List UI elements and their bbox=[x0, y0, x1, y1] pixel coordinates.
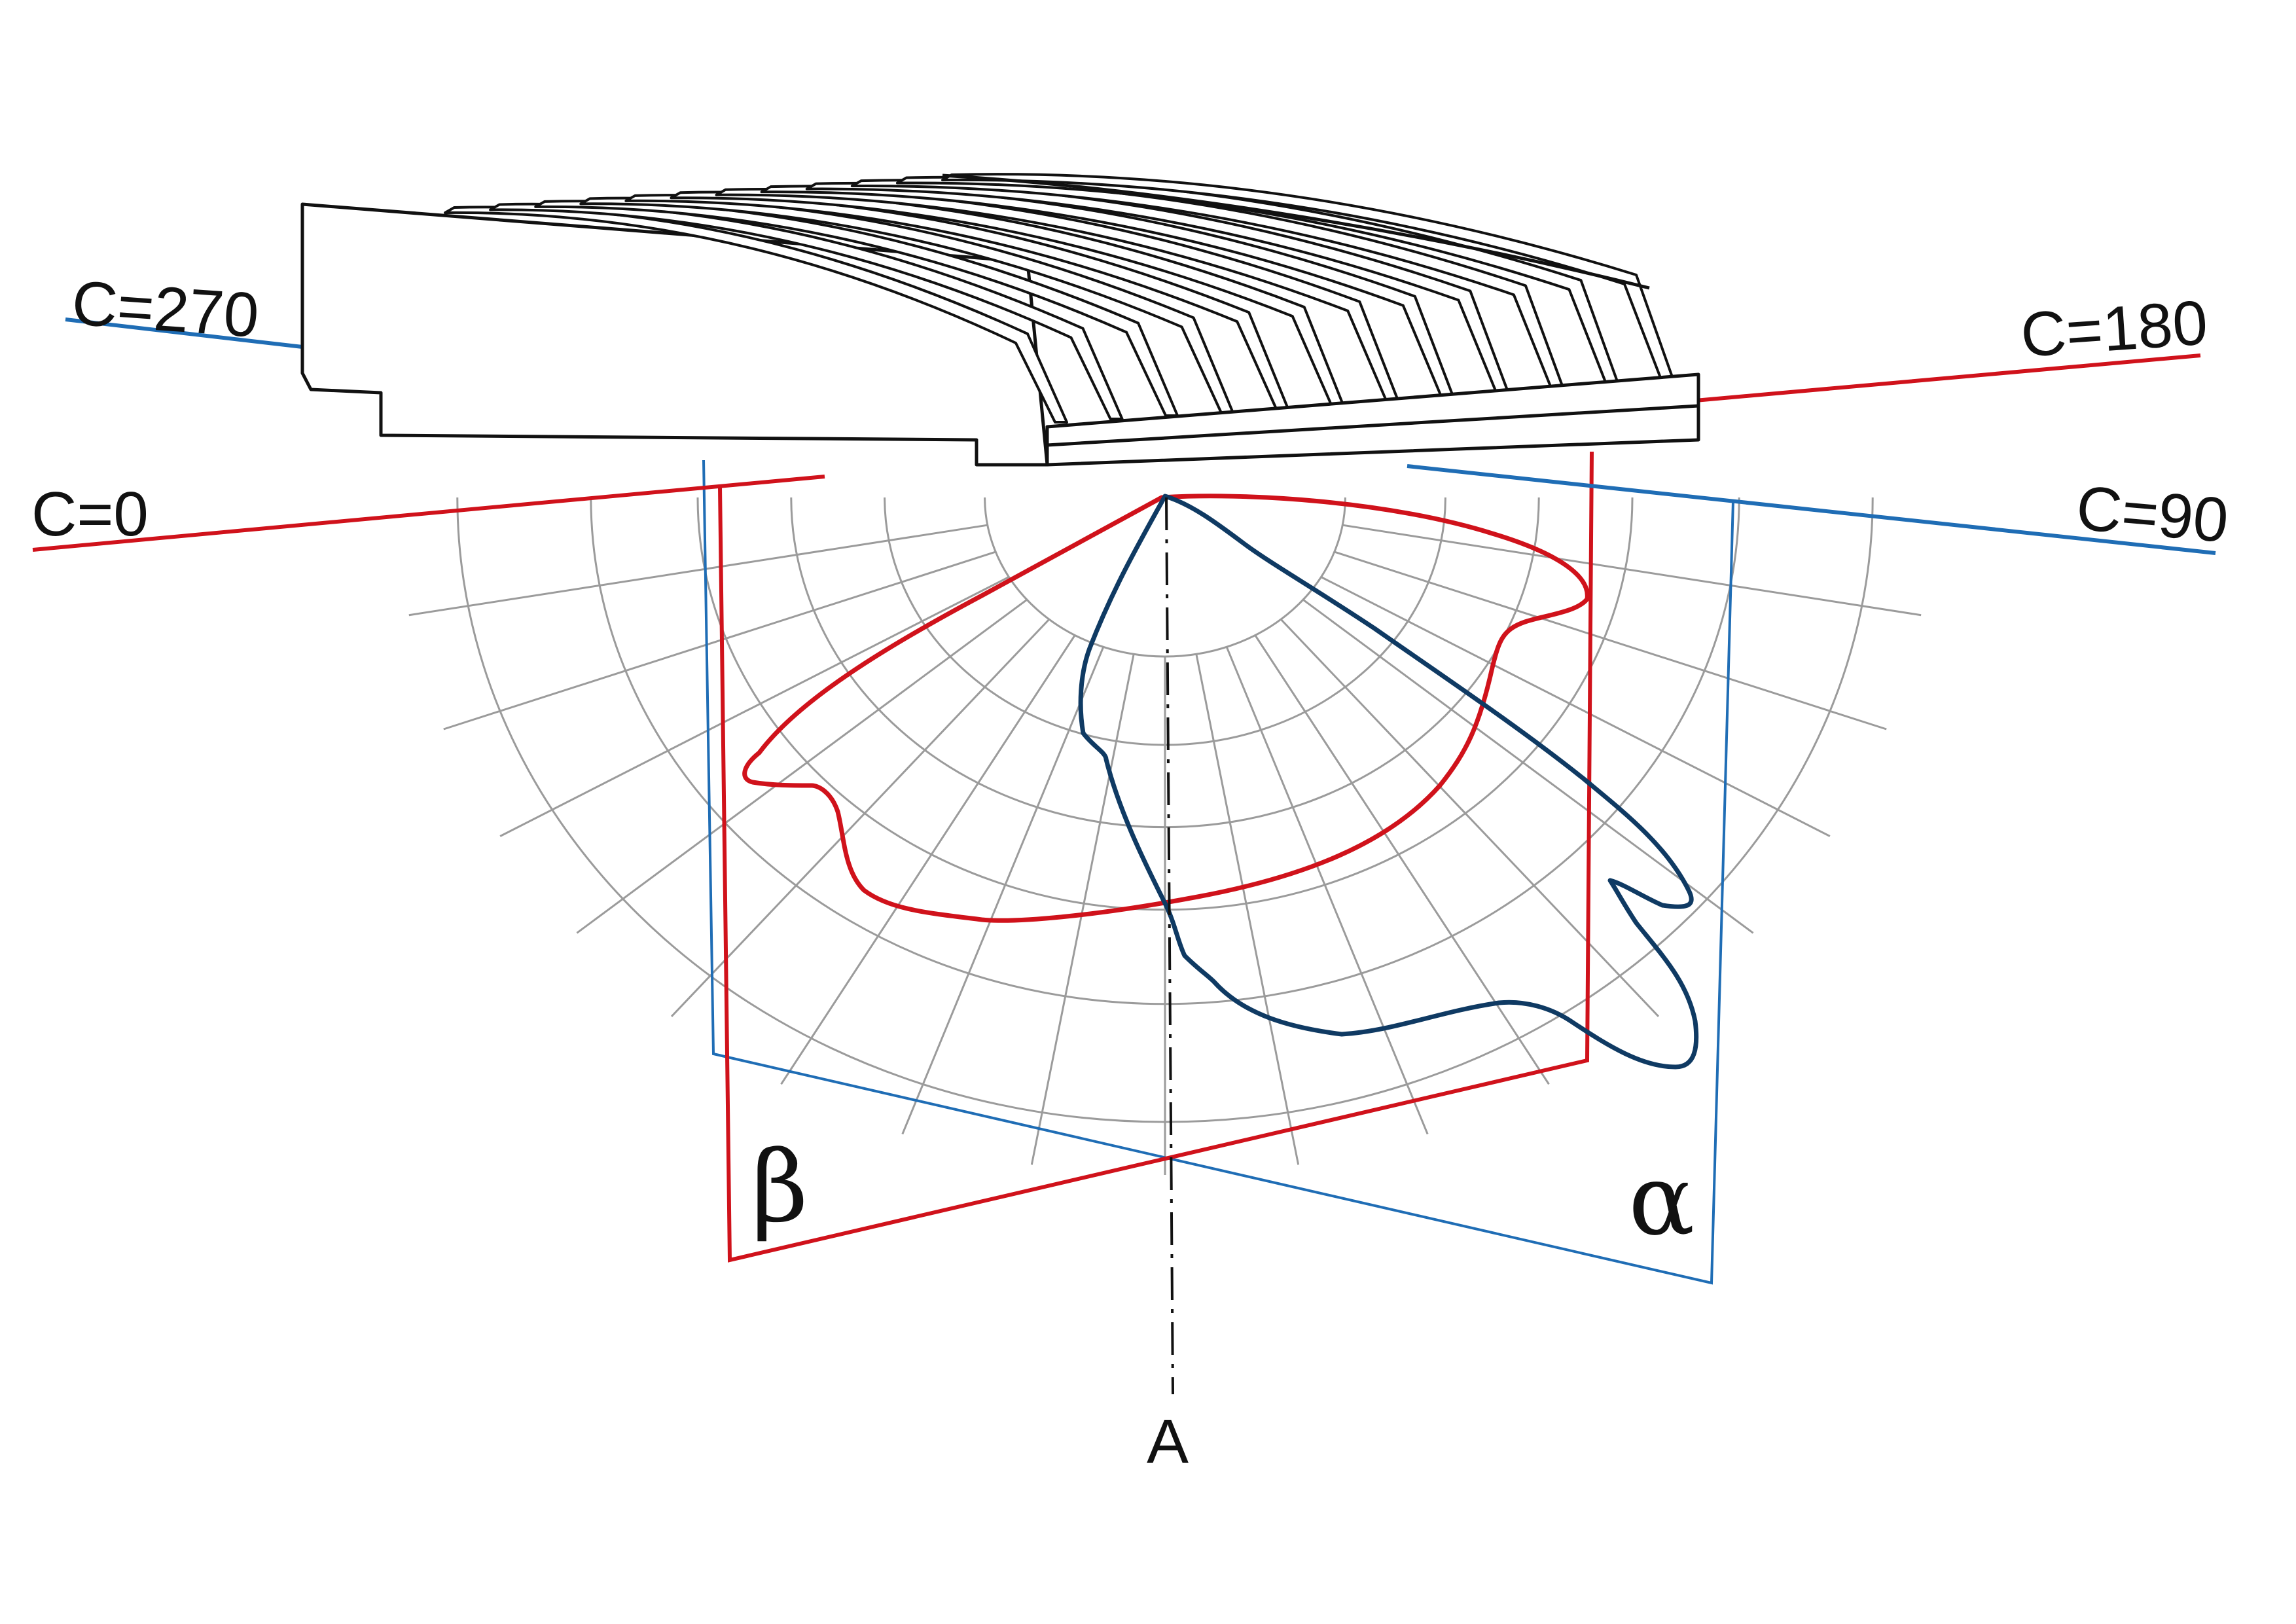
c0-line bbox=[32, 475, 825, 552]
photometric-curve-c90-c270 bbox=[1078, 494, 1699, 1070]
photometric-curve-c0-c180 bbox=[742, 494, 1590, 923]
c0-label: C=0 bbox=[31, 479, 149, 549]
beta-angle-label: β bbox=[751, 1130, 808, 1244]
c0-c180-plane-outline bbox=[718, 451, 1594, 1263]
polar-grid-spoke bbox=[1342, 524, 1922, 617]
polar-grid-spoke bbox=[576, 598, 1028, 934]
c180-label: C=180 bbox=[2018, 287, 2210, 370]
c90-label: C=90 bbox=[2073, 473, 2231, 556]
c270-label: C=270 bbox=[70, 268, 261, 351]
polar-grid-spoke bbox=[1254, 634, 1550, 1085]
polar-grid-spoke bbox=[670, 619, 1050, 1017]
polar-grid-spoke bbox=[1225, 646, 1429, 1135]
polar-grid-spoke bbox=[408, 524, 988, 617]
polar-grid-spoke bbox=[499, 576, 1010, 837]
alpha-angle-label: α bbox=[1628, 1144, 1695, 1257]
polar-grid-spoke bbox=[780, 634, 1076, 1085]
polar-grid-spoke bbox=[1280, 619, 1660, 1017]
polar-grid-spoke bbox=[1195, 654, 1300, 1165]
c90-c270-plane bbox=[702, 460, 1734, 1285]
luminaire-housing bbox=[300, 173, 1700, 467]
c0-c180-plane bbox=[718, 451, 1594, 1263]
polar-grid-spoke bbox=[901, 646, 1105, 1135]
polar-grid-spoke bbox=[1320, 576, 1831, 837]
axis-a-label: A bbox=[1147, 1407, 1189, 1477]
housing-base-lip bbox=[1045, 404, 1699, 465]
c270-line bbox=[65, 317, 303, 349]
housing-base-plate bbox=[1045, 372, 1700, 467]
heatsink-top-profile bbox=[942, 173, 1650, 290]
polar-grid-spoke bbox=[1334, 550, 1887, 731]
c90-c270-plane-outline bbox=[702, 460, 1734, 1285]
polar-grid-spoke bbox=[1302, 598, 1754, 934]
vertical-axis-line bbox=[1165, 497, 1174, 1395]
polar-grid-ring bbox=[984, 497, 1346, 658]
polar-grid bbox=[408, 497, 1922, 1175]
c180-line bbox=[1695, 353, 2201, 403]
c90-line bbox=[1407, 464, 2216, 555]
polar-grid-spoke bbox=[443, 550, 996, 731]
polar-grid-spoke bbox=[1030, 654, 1135, 1165]
